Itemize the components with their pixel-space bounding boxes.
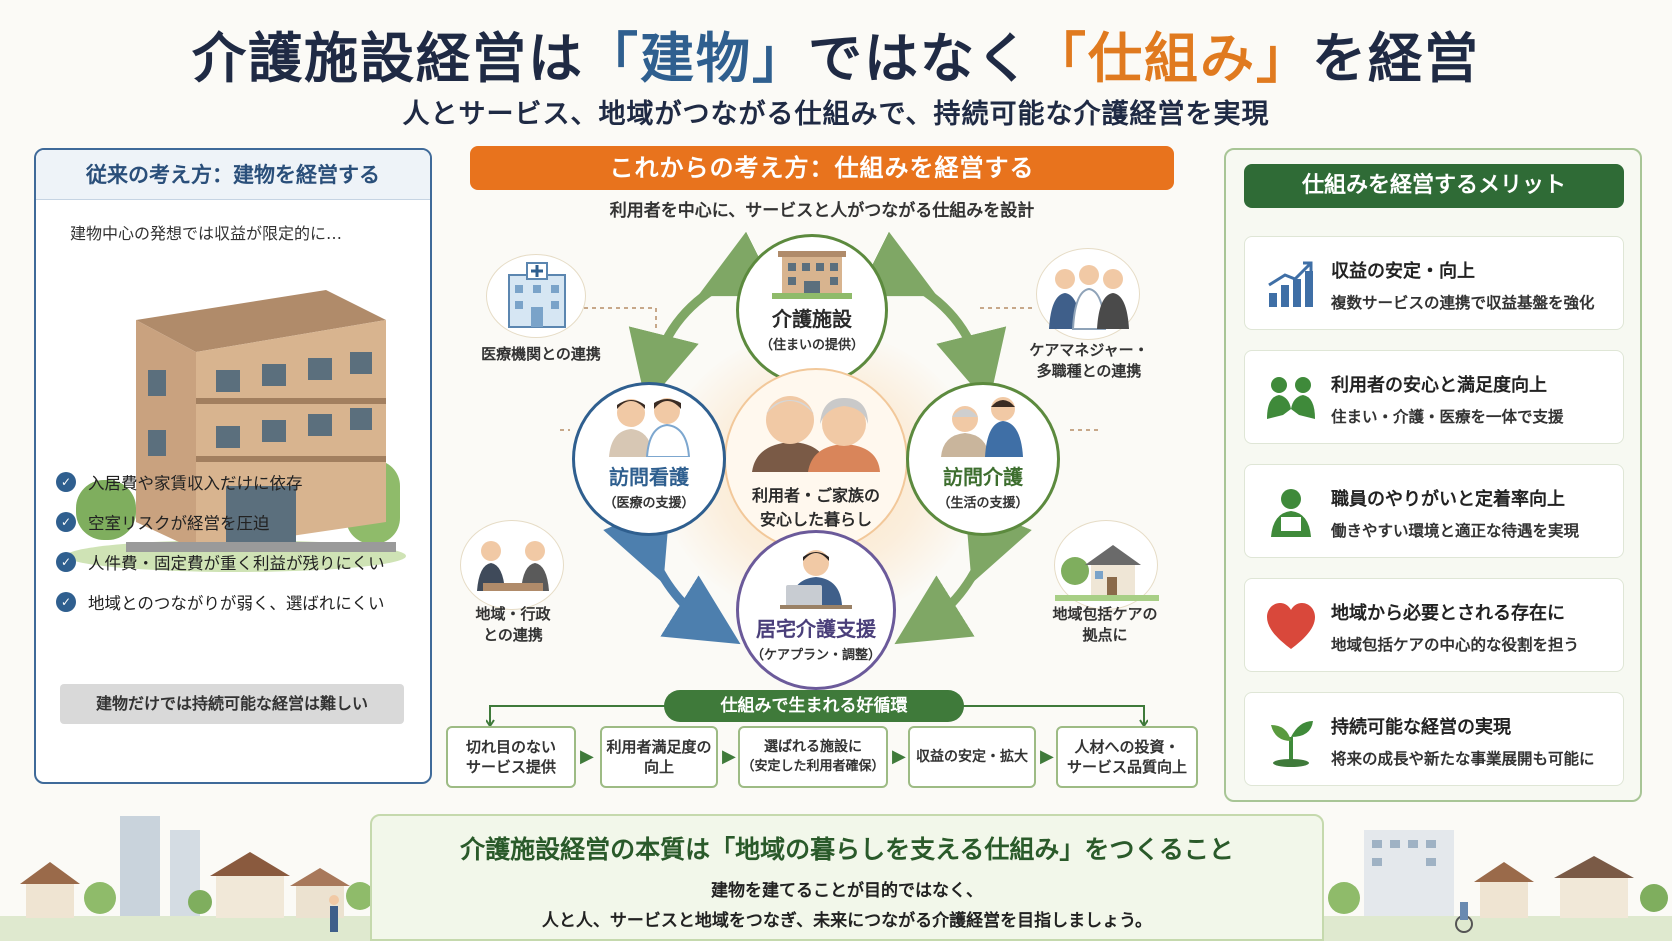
merit-description: 複数サービスの連携で収益基盤を強化 [1331,294,1595,312]
core-label-line2: 安心した暮らし [759,510,872,529]
cycle-step: 人材への投資・サービス品質向上 [1056,726,1198,788]
local-government-node [460,520,564,610]
arrow-top-right [856,231,1007,405]
title-text-3: を経営 [1312,27,1480,90]
node-care-facility: 介護施設 （住まいの提供） [736,234,888,386]
check-icon: ✓ [56,472,76,492]
merit-title: 職員のやりがいと定着率向上 [1331,489,1565,510]
merit-title: 利用者の安心と満足度向上 [1331,375,1547,396]
town-scene-left-icon [0,816,372,941]
hospital-icon [508,262,566,328]
meeting-icon [477,541,549,591]
merit-card: 収益の安定・向上 複数サービスの連携で収益基盤を強化 [1244,236,1624,330]
elderly-couple-icon [752,396,880,472]
node-home-nursing-sub: （医療の支援） [603,496,695,511]
facility-building-icon [772,251,852,299]
community-hub-node [1054,520,1159,610]
nurse-icon [609,398,691,458]
care-manager-icon [780,550,852,609]
traditional-issue-item: ✓ 入居費や家賃収入だけに依存 [56,470,303,494]
caregiver-icon [941,397,1023,457]
care-manager-label: ケアマネジャー・ 多職種との連携 [1029,341,1149,380]
cycle-heading: 仕組みで生まれる好循環 [664,690,964,722]
node-home-care-sub: （生活の支援） [937,496,1029,511]
arrow-bottom-right [894,503,1032,645]
cycle-arrow-icon: ▶ [892,746,906,767]
arrow-bottom-left [603,503,741,645]
staff-icon [1271,489,1311,537]
check-icon: ✓ [56,592,76,612]
arrow-top-left [628,231,779,405]
community-hub-label: 地域包括ケアの 拠点に [1052,605,1158,644]
building-illustration-icon [66,290,406,572]
merit-title: 持続可能な経営の実現 [1331,717,1511,738]
title-text-1: 介護施設経営は [192,27,584,90]
house-icon [1055,545,1159,601]
traditional-approach-heading: 従来の考え方：建物を経営する [36,150,430,200]
node-care-facility-sub: （住まいの提供） [759,338,864,353]
cycle-arrow-icon: ▶ [1040,746,1054,767]
traditional-conclusion: 建物だけでは持続可能な経営は難しい [60,684,404,724]
people-support-icon [1267,377,1315,419]
title-text-2: ではなく [808,27,1032,90]
node-home-care-title: 訪問介護 [943,465,1023,489]
heart-icon [1267,603,1315,649]
merit-card: 職員のやりがいと定着率向上 働きやすい環境と適正な待遇を実現 [1244,464,1624,558]
title-keyword-building: 「建物」 [584,27,808,90]
traditional-issue-item: ✓ 地域とのつながりが弱く、選ばれにくい [56,590,385,614]
title-keyword-system: 「仕組み」 [1032,27,1312,90]
merit-card: 地域から必要とされる存在に 地域包括ケアの中心的な役割を担う [1244,578,1624,672]
town-scene-right-icon [1324,830,1672,941]
merits-heading: 仕組みを経営するメリット [1244,164,1624,208]
node-care-planning-title: 居宅介護支援 [756,617,876,641]
page-subtitle: 人とサービス、地域がつながる仕組みで、持続可能な介護経営を実現 [402,99,1270,130]
node-care-facility-title: 介護施設 [772,307,852,331]
cycle-arrow-icon: ▶ [580,746,594,767]
merit-description: 働きやすい環境と適正な待遇を実現 [1331,522,1580,540]
node-care-planning-sub: （ケアプラン・調整） [750,648,881,663]
conclusion-line-2: 人と人、サービスと地域をつなぎ、未来につながる介護経営を目指しましょう。 [541,911,1153,931]
cycle-step: 切れ目のないサービス提供 [446,726,576,788]
conclusion-title: 介護施設経営の本質は「地域の暮らしを支える仕組み」をつくること [460,835,1234,864]
medical-institution-label: 医療機関との連携 [481,345,601,363]
merit-description: 将来の成長や新たな事業展開も可能に [1331,750,1595,768]
node-user-family: 利用者・ご家族の 安心した暮らし [724,368,908,552]
merit-description: 地域包括ケアの中心的な役割を担う [1331,636,1580,654]
traditional-approach-intro: 建物中心の発想では収益が限定的に… [70,224,343,243]
connection-arrows [560,231,1100,645]
team-icon [1049,265,1129,330]
traditional-issue-item: ✓ 人件費・固定費が重く利益が残りにくい [56,550,385,574]
merit-card: 利用者の安心と満足度向上 住まい・介護・医療を一体で支援 [1244,350,1624,444]
node-care-planning: 居宅介護支援 （ケアプラン・調整） [736,530,896,690]
node-home-nursing-title: 訪問看護 [609,465,689,489]
page-title: 介護施設経営は「建物」ではなく「仕組み」を経営 [0,14,1672,93]
medical-institution-node [486,254,586,338]
sprout-icon [1271,721,1313,767]
chart-up-icon [1268,261,1313,307]
check-icon: ✓ [56,512,76,532]
cycle-arrow-icon: ▶ [722,746,736,767]
new-approach-subheading: 利用者を中心に、サービスと人がつながる仕組みを設計 [609,201,1035,221]
merit-description: 住まい・介護・医療を一体で支援 [1331,408,1564,426]
merits-panel: 仕組みを経営するメリット 収益の安定・向上 複数サービスの連携で収益基盤を強化 … [1224,148,1642,802]
traditional-issue-item: ✓ 空室リスクが経営を圧迫 [56,510,270,534]
core-label-line1: 利用者・ご家族の [751,486,880,505]
cycle-step: 収益の安定・拡大 [908,726,1036,788]
merit-title: 地域から必要とされる存在に [1331,603,1565,624]
cycle-step: 選ばれる施設に（安定した利用者確保） [738,726,888,788]
new-approach-heading: これからの考え方：仕組みを経営する [470,146,1174,190]
merit-title: 収益の安定・向上 [1331,261,1475,282]
conclusion-line-1: 建物を建てることが目的ではなく、 [711,881,983,901]
node-home-nursing: 訪問看護 （医療の支援） [572,382,726,536]
conclusion-banner: 介護施設経営の本質は「地域の暮らしを支える仕組み」をつくること 建物を建てること… [370,814,1324,941]
local-government-label: 地域・行政 との連携 [475,605,551,644]
traditional-approach-panel: 従来の考え方：建物を経営する 建物中心の発想では収益が限定的に… ✓ 入居費や家… [34,148,432,784]
merit-card: 持続可能な経営の実現 将来の成長や新たな事業展開も可能に [1244,692,1624,786]
cycle-step: 利用者満足度の向上 [600,726,718,788]
node-home-care: 訪問介護 （生活の支援） [906,382,1060,536]
care-manager-node [1036,248,1140,340]
check-icon: ✓ [56,552,76,572]
